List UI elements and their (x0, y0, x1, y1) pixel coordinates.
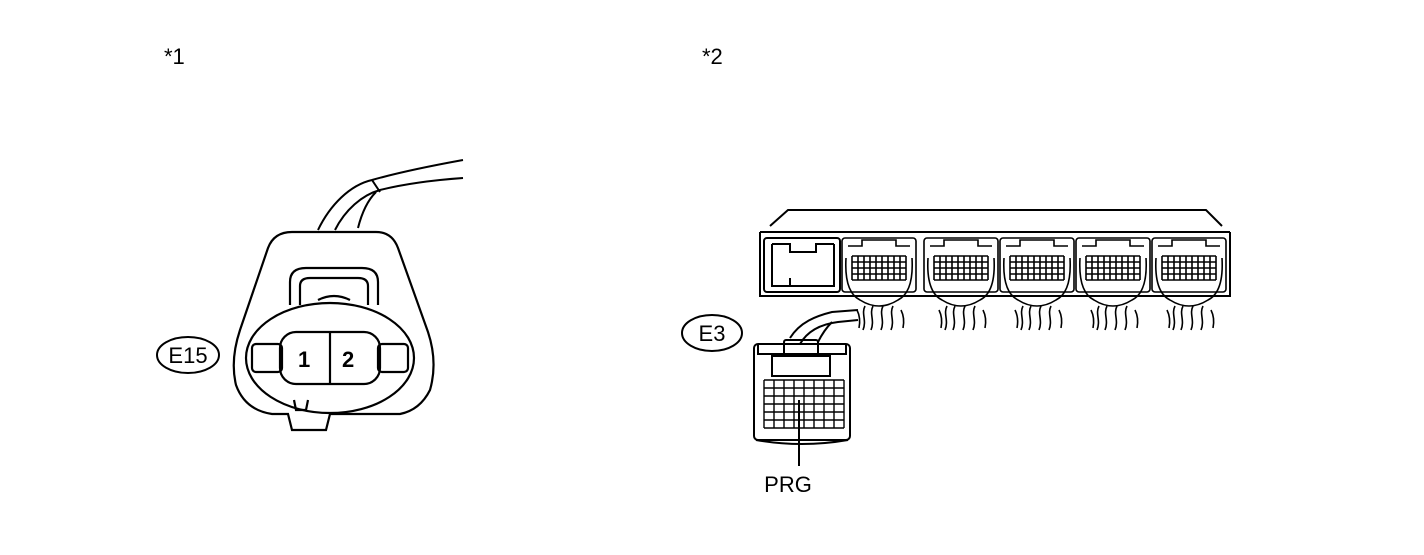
ecu-socket-3 (999, 237, 1075, 331)
pin-2-label: 2 (342, 347, 354, 372)
e3-pin-grid (763, 379, 845, 429)
housing-outline (232, 230, 435, 432)
pin-1-label: 1 (298, 347, 310, 372)
ecu-housing (759, 232, 1231, 297)
prg-terminal-label: PRG (764, 472, 812, 497)
e15-callout-ellipse (156, 336, 220, 374)
ecu-socket-4 (1075, 237, 1151, 331)
ecu-socket-5 (1151, 237, 1227, 331)
e3-callout-label: E3 (699, 321, 726, 346)
connector-e15 (232, 159, 464, 432)
e3-housing (753, 343, 851, 441)
e3-pin-cells (763, 379, 845, 429)
figure-1-marker: *1 (164, 44, 185, 69)
e15-callout-label: E15 (168, 343, 207, 368)
lock-latch (288, 266, 380, 305)
wire-harness (317, 159, 464, 231)
connector-e3 (753, 309, 859, 445)
ecu-unit (759, 209, 1231, 297)
e3-callout-ellipse (681, 314, 743, 352)
ecu-socket-2 (923, 237, 999, 331)
connector-face (244, 301, 416, 415)
ecu-socket-1 (841, 237, 917, 331)
figure-2-marker: *2 (702, 44, 723, 69)
ecu-socket-group (841, 237, 1227, 331)
